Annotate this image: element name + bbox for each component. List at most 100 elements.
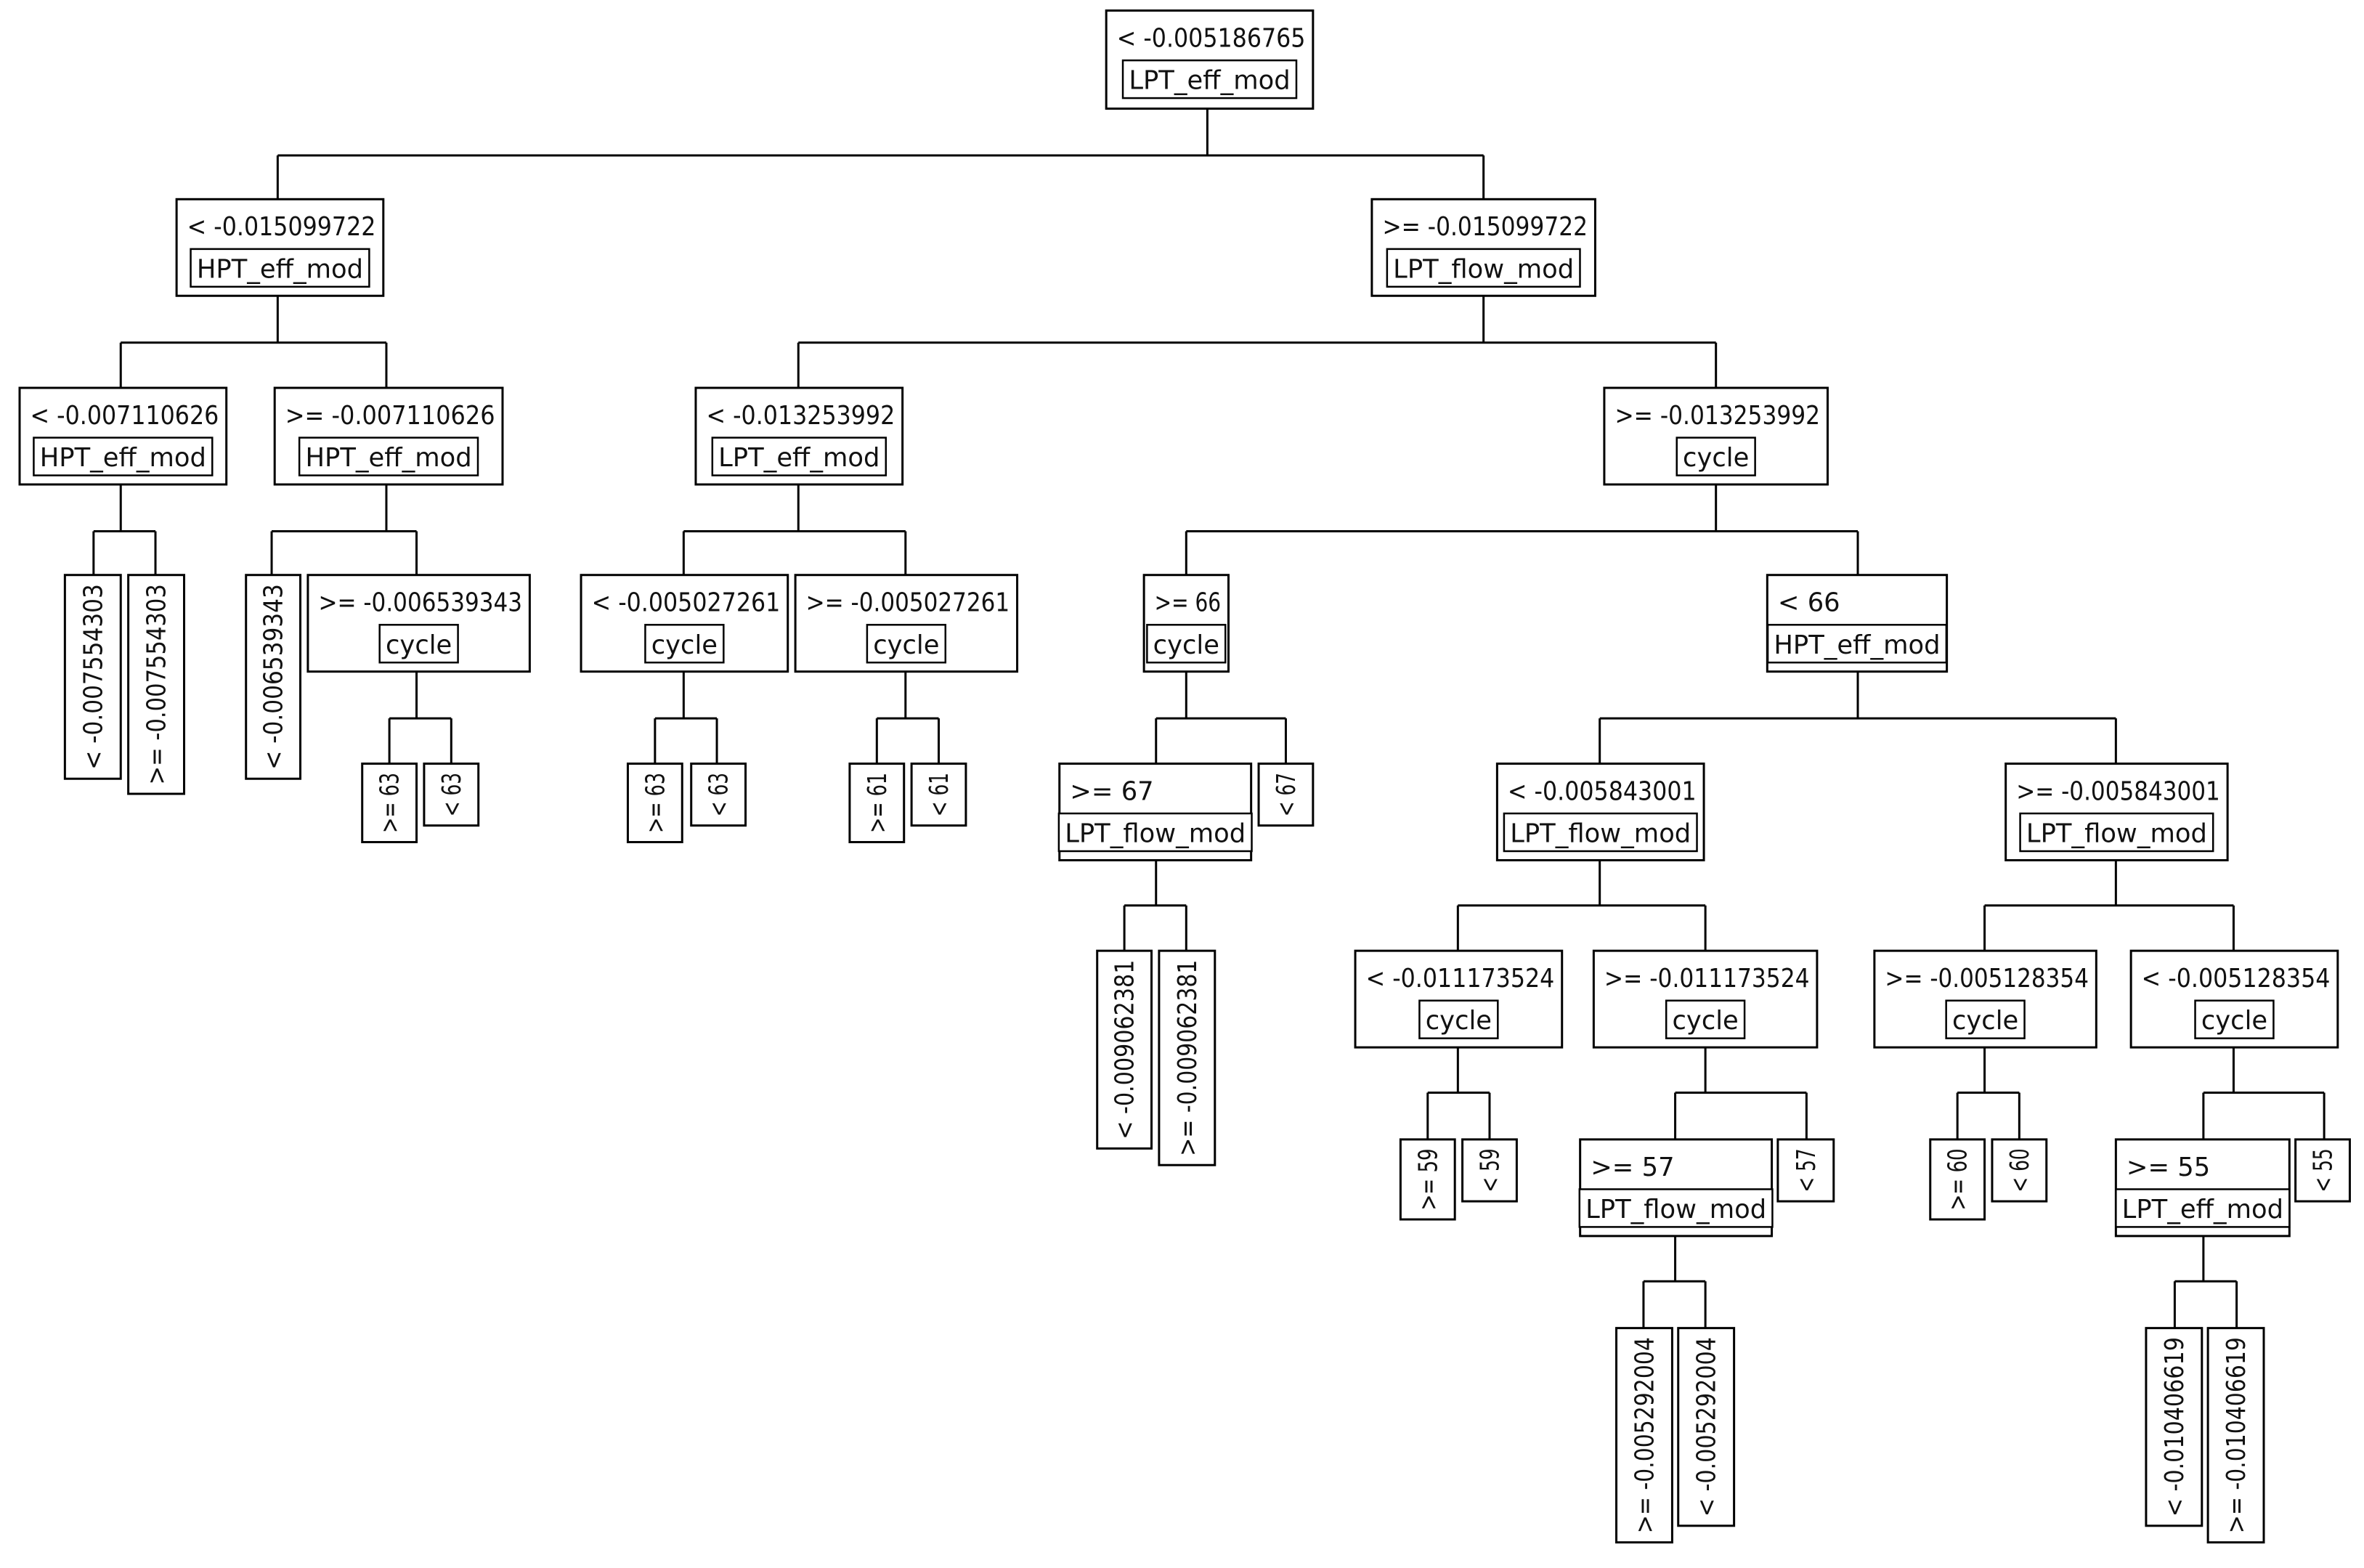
split-condition-label: >= -0.013253992 <box>1614 401 1820 431</box>
leaf-node: < -0.010406619 <box>2145 1327 2203 1527</box>
feature-name-label: LPT_flow_mod <box>1393 254 1574 284</box>
split-condition-label: < -0.015099722 <box>187 212 376 242</box>
leaf-node: >= -0.007554303 <box>127 574 186 795</box>
feature-box <box>1945 999 2026 1039</box>
split-condition-label: < -0.005186765 <box>1117 23 1306 53</box>
leaf-box <box>626 762 683 844</box>
leaf-condition-label: >= 63 <box>641 773 670 833</box>
feature-box <box>866 624 947 664</box>
tree-connector <box>1155 671 1287 764</box>
feature-name-label: LPT_flow_mod <box>2026 819 2207 849</box>
tree-connector <box>1956 1047 2020 1140</box>
feature-box <box>190 248 370 288</box>
split-condition-label: >= -0.011173524 <box>1604 964 1810 994</box>
feature-box <box>1675 436 1756 476</box>
leaf-box <box>1991 1138 2048 1203</box>
tree-connector <box>388 671 452 764</box>
tree-connector <box>1185 484 1859 575</box>
leaf-box <box>1158 949 1216 1166</box>
leaf-condition-label: < -0.009062381 <box>1110 960 1140 1140</box>
leaf-box <box>1615 1327 1673 1544</box>
tree-connector <box>270 484 418 575</box>
feature-box <box>1766 624 1948 664</box>
leaf-node: < 55 <box>2294 1138 2351 1203</box>
tree-connector <box>1426 1047 1491 1140</box>
feature-box <box>1418 999 1499 1039</box>
leaf-node: < -0.005292004 <box>1677 1327 1736 1527</box>
leaf-condition-label: < -0.006539343 <box>259 584 289 770</box>
tree-connector <box>1642 1235 1707 1328</box>
leaf-box <box>1461 1138 1518 1203</box>
leaf-condition-label: >= -0.005292004 <box>1630 1337 1660 1533</box>
feature-name-label: LPT_eff_mod <box>1129 66 1290 96</box>
split-condition-label: < -0.005027261 <box>592 588 781 618</box>
leaf-node: < -0.006539343 <box>245 574 302 780</box>
feature-box <box>2115 1188 2291 1228</box>
split-condition-label: < -0.011173524 <box>1366 964 1555 994</box>
leaf-condition-label: >= 61 <box>863 773 893 833</box>
feature-name-label: cycle <box>386 630 452 660</box>
split-condition-label: >= 57 <box>1591 1153 1674 1182</box>
leaf-node: >= 63 <box>361 762 418 844</box>
leaf-box <box>848 762 906 844</box>
tree-connector <box>654 671 718 764</box>
tree-connector <box>1674 1047 1808 1140</box>
leaf-condition-label: >= -0.007554303 <box>142 584 172 784</box>
feature-box <box>1665 999 1746 1039</box>
split-condition-label: < 66 <box>1778 588 1840 618</box>
leaf-condition-label: < 57 <box>1792 1148 1821 1192</box>
feature-box <box>1503 812 1698 853</box>
feature-name-label: LPT_flow_mod <box>1065 819 1246 849</box>
split-condition-label: >= -0.015099722 <box>1382 212 1588 242</box>
leaf-box <box>2294 1138 2351 1203</box>
feature-name-label: HPT_eff_mod <box>1774 630 1940 660</box>
leaf-node: >= 60 <box>1929 1138 1986 1221</box>
leaf-node: >= -0.005292004 <box>1615 1327 1673 1544</box>
leaf-box <box>2145 1327 2203 1527</box>
leaf-box <box>245 574 302 780</box>
feature-name-label: cycle <box>1153 630 1219 660</box>
split-condition-label: >= -0.005128354 <box>1885 964 2089 994</box>
leaf-node: < 63 <box>690 762 747 827</box>
feature-box <box>1146 624 1227 664</box>
feature-name-label: LPT_flow_mod <box>1510 819 1691 849</box>
leaf-condition-label: < 63 <box>437 773 467 816</box>
leaf-condition-label: < 61 <box>925 773 954 816</box>
tree-edges <box>92 108 2326 1328</box>
leaf-box <box>910 762 967 827</box>
leaf-node: >= -0.010406619 <box>2206 1327 2265 1544</box>
leaf-node: >= 63 <box>626 762 683 844</box>
feature-box <box>644 624 725 664</box>
leaf-box <box>1929 1138 1986 1221</box>
tree-connector <box>1599 671 2117 764</box>
leaf-node: < 67 <box>1257 762 1315 827</box>
leaf-node: < -0.009062381 <box>1096 949 1153 1150</box>
tree-connector <box>875 671 941 764</box>
tree-connector <box>276 108 1485 200</box>
tree-connector <box>1456 860 1707 951</box>
leaf-box <box>127 574 186 795</box>
leaf-node: < 57 <box>1776 1138 1835 1203</box>
feature-box <box>33 436 214 476</box>
leaf-node: < 59 <box>1461 1138 1518 1203</box>
split-condition-label: < -0.007110626 <box>31 401 219 431</box>
tree-connector <box>682 484 907 575</box>
leaf-node: < 60 <box>1991 1138 2048 1203</box>
leaf-condition-label: < 67 <box>1272 773 1301 816</box>
split-condition-label: >= 67 <box>1070 776 1153 806</box>
split-condition-label: >= -0.005843001 <box>2016 776 2220 806</box>
leaf-condition-label: < -0.005292004 <box>1692 1337 1722 1516</box>
split-condition-label: >= -0.007110626 <box>285 401 495 431</box>
